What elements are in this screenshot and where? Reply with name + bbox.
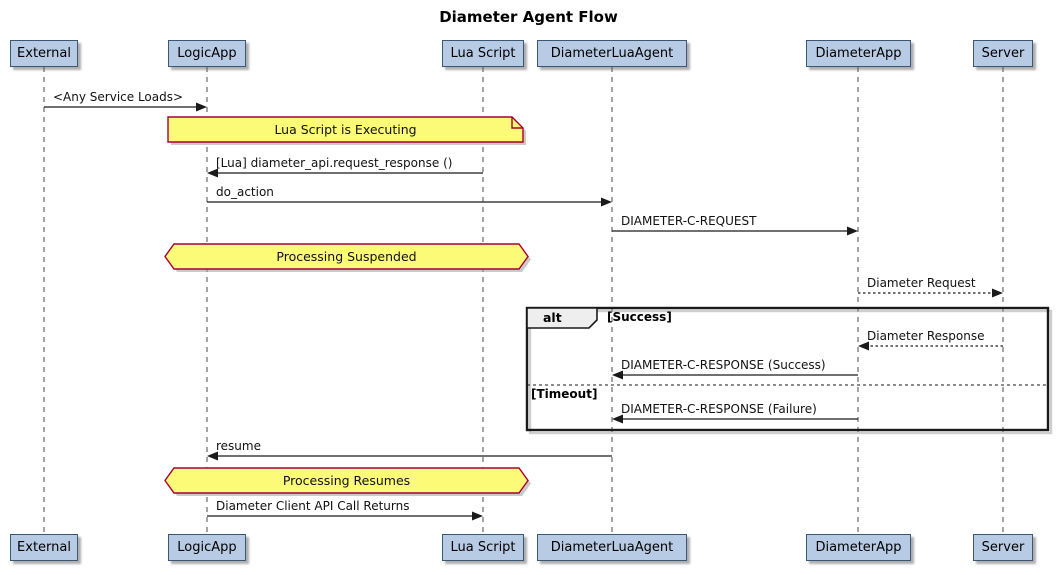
note-text-processing-resumes: Processing Resumes: [282, 473, 411, 488]
participant-box-bottom-diameterluaagent: DiameterLuaAgent: [537, 534, 687, 561]
arrowhead-icon: [992, 288, 1003, 298]
hexagon-note-shape: [164, 243, 529, 270]
note-text-lua-script-is-executing: Lua Script is Executing: [274, 122, 417, 137]
note-fold-icon: [511, 117, 523, 129]
message-label-diameter-response: Diameter Response: [867, 329, 985, 343]
participant-box-top-diameterluaagent: DiameterLuaAgent: [537, 40, 687, 67]
participant-label: DiameterLuaAgent: [550, 46, 674, 61]
arrowhead-icon: [601, 197, 612, 207]
arrowhead-icon: [472, 511, 483, 521]
message-label-diameter-c-response-failure: DIAMETER-C-RESPONSE (Failure): [621, 402, 817, 416]
participant-label: Lua Script: [450, 540, 516, 555]
participant-label: LogicApp: [177, 540, 237, 555]
alt-condition-timeout: [Timeout]: [531, 387, 598, 401]
arrowhead-icon: [207, 168, 218, 178]
participant-label: DiameterApp: [815, 46, 902, 61]
participant-label: LogicApp: [177, 46, 237, 61]
message-label-resume: resume: [216, 439, 261, 453]
message-label-diameter-c-response-success: DIAMETER-C-RESPONSE (Success): [621, 358, 826, 372]
message-label-lua-diameter-api-request-response: [Lua] diameter_api.request_response (): [216, 156, 453, 170]
alt-header-pentagon: [526, 307, 598, 329]
participant-label: DiameterApp: [815, 540, 902, 555]
participant-box-bottom-lua-script: Lua Script: [442, 534, 524, 561]
participant-label: Server: [981, 46, 1025, 61]
message-label-diameter-client-api-call-returns: Diameter Client API Call Returns: [216, 499, 410, 513]
arrowhead-icon: [847, 226, 858, 236]
participant-box-bottom-server: Server: [973, 534, 1033, 561]
participant-box-top-server: Server: [973, 40, 1033, 67]
participant-box-top-diameterapp: DiameterApp: [806, 40, 911, 67]
message-label-diameter-request: Diameter Request: [867, 276, 976, 290]
participant-box-top-lua-script: Lua Script: [442, 40, 524, 67]
participant-label: Lua Script: [450, 46, 516, 61]
participant-box-bottom-external: External: [10, 534, 78, 561]
participant-box-bottom-diameterapp: DiameterApp: [806, 534, 911, 561]
participant-label: DiameterLuaAgent: [550, 540, 674, 555]
arrowhead-icon: [612, 370, 623, 380]
participant-label: External: [17, 46, 71, 61]
fragment-shadow: [528, 309, 1053, 435]
alt-condition-success: [Success]: [607, 310, 672, 324]
message-label-diameter-c-request: DIAMETER-C-REQUEST: [621, 214, 757, 228]
participant-box-bottom-logicapp: LogicApp: [168, 534, 246, 561]
message-label-do-action: do_action: [216, 185, 274, 199]
participant-box-top-logicapp: LogicApp: [168, 40, 246, 67]
alt-fragment-frame: [525, 306, 1050, 432]
note-text-processing-suspended: Processing Suspended: [276, 249, 417, 264]
arrowhead-icon: [196, 102, 207, 112]
participant-label: External: [17, 540, 71, 555]
arrowhead-icon: [858, 341, 869, 351]
message-label-any-service-loads: <Any Service Loads>: [53, 90, 184, 104]
diagram-title: Diameter Agent Flow: [439, 8, 618, 26]
arrowhead-icon: [207, 451, 218, 461]
note-shape: [167, 116, 524, 143]
hexagon-note-shape: [164, 467, 529, 494]
arrowhead-icon: [612, 414, 623, 424]
alt-operator-label: alt: [543, 310, 562, 325]
participant-box-top-external: External: [10, 40, 78, 67]
participant-label: Server: [981, 540, 1025, 555]
